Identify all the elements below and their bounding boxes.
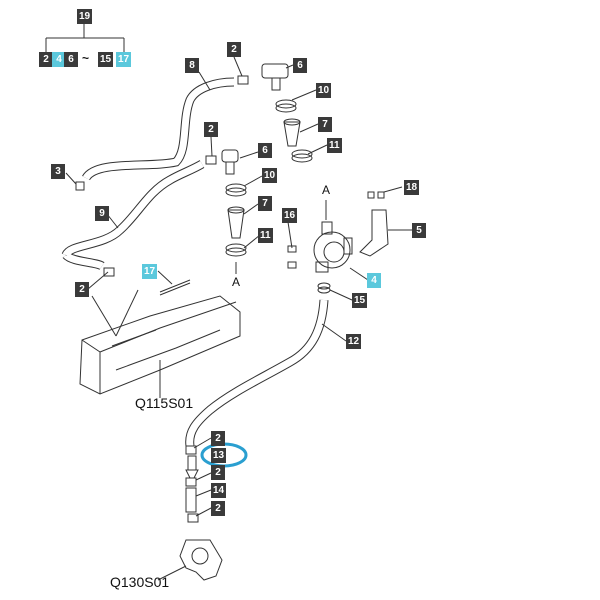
range-item-6: 6 xyxy=(64,52,78,67)
callout-2-low: 2 xyxy=(211,431,225,446)
reference-cover[interactable]: Q115S01 xyxy=(135,395,194,411)
callout-15: 15 xyxy=(352,293,368,308)
hose-12 xyxy=(185,299,329,447)
rod-17 xyxy=(159,279,191,296)
bolts-16 xyxy=(287,245,297,269)
callout-13: 13 xyxy=(211,448,227,463)
callout-17: 17 xyxy=(142,264,158,279)
reference-housing[interactable]: Q130S01 xyxy=(110,574,170,590)
callout-4: 4 xyxy=(367,273,381,288)
nut-2-low2 xyxy=(185,477,197,487)
callout-7-top: 7 xyxy=(318,117,332,132)
bolts-18 xyxy=(367,191,385,199)
group-label-19: 19 xyxy=(77,9,93,24)
clamp-11-mid xyxy=(225,243,247,257)
range-end-17: 17 xyxy=(116,52,132,67)
bracket-5 xyxy=(359,209,389,257)
nut-2-low xyxy=(185,445,197,455)
hose-8 xyxy=(82,77,235,181)
range-start-2: 2 xyxy=(39,52,53,67)
callout-2-bottom: 2 xyxy=(211,501,225,516)
screw-3 xyxy=(75,181,85,191)
callout-2-left: 2 xyxy=(75,282,89,297)
valve-cover xyxy=(79,295,241,395)
nut-2-mid xyxy=(205,155,217,165)
callout-16: 16 xyxy=(282,208,298,223)
housing xyxy=(179,539,223,581)
sleeve-7-mid xyxy=(227,206,245,239)
callout-5: 5 xyxy=(412,223,426,238)
callout-6-top: 6 xyxy=(293,58,307,73)
range-item-15: 15 xyxy=(98,52,114,67)
range-item-4: 4 xyxy=(52,52,66,67)
callout-18: 18 xyxy=(404,180,420,195)
callout-9: 9 xyxy=(95,206,109,221)
callout-10-top: 10 xyxy=(316,83,332,98)
elbow-top xyxy=(261,63,289,91)
clamp-10-top xyxy=(275,99,297,113)
callout-11-top: 11 xyxy=(327,138,342,153)
callout-12: 12 xyxy=(346,334,362,349)
callout-3: 3 xyxy=(51,164,65,179)
connector-a-right: A xyxy=(322,183,331,197)
callout-2-top: 2 xyxy=(227,42,241,57)
clamp-15 xyxy=(317,282,331,294)
hose-9 xyxy=(61,160,205,271)
callout-7-mid: 7 xyxy=(258,196,272,211)
leader-lines xyxy=(65,56,412,581)
callout-11-mid: 11 xyxy=(258,228,273,243)
range-tilde: ~ xyxy=(82,51,90,65)
connector-a-left: A xyxy=(232,275,241,289)
fitting-13 xyxy=(185,455,199,479)
sleeve-7-top xyxy=(283,118,301,147)
callout-2-low2: 2 xyxy=(211,465,225,480)
callout-6-mid: 6 xyxy=(258,143,272,158)
group-bracket xyxy=(45,24,125,52)
spacer-14 xyxy=(185,487,197,513)
nut-2-bottom xyxy=(187,513,199,523)
elbow-mid xyxy=(221,149,239,175)
nut-2-top xyxy=(237,75,249,85)
clamp-11-top xyxy=(291,149,313,163)
clamp-10-mid xyxy=(225,183,247,197)
callout-10-mid: 10 xyxy=(262,168,278,183)
callout-2-mid: 2 xyxy=(204,122,218,137)
callout-14: 14 xyxy=(211,483,227,498)
callout-8: 8 xyxy=(185,58,199,73)
nut-2-left xyxy=(103,267,115,277)
separator-4 xyxy=(313,221,353,273)
